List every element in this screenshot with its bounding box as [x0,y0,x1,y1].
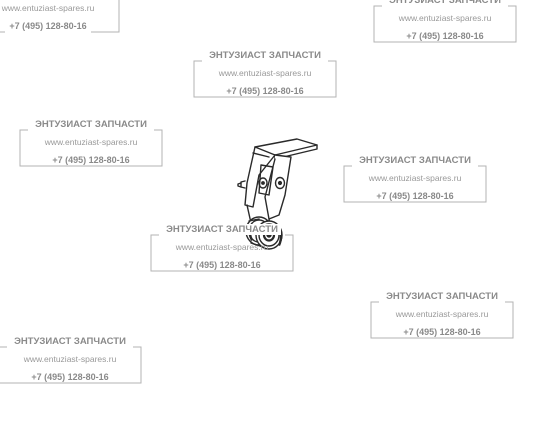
watermark-website: www.entuziast-spares.ru [218,68,312,78]
watermark-phone: +7 (495) 128-80-16 [28,372,112,382]
watermark-website: www.entuziast-spares.ru [368,173,462,183]
watermark-company: ЭНТУЗИАСТ ЗАПЧАСТИ [163,224,281,235]
watermark-company: ЭНТУЗИАСТ ЗАПЧАСТИ [11,336,129,347]
watermark-stamp: ЭНТУЗИАСТ ЗАПЧАСТИ www.entuziast-spares.… [0,0,121,34]
watermark-phone: +7 (495) 128-80-16 [180,260,264,270]
watermark-phone: +7 (495) 128-80-16 [49,155,133,165]
watermark-stamp: ЭНТУЗИАСТ ЗАПЧАСТИ www.entuziast-spares.… [342,155,488,204]
watermark-stamp: ЭНТУЗИАСТ ЗАПЧАСТИ www.entuziast-spares.… [18,119,164,168]
watermark-company: ЭНТУЗИАСТ ЗАПЧАСТИ [32,119,150,130]
watermark-website: www.entuziast-spares.ru [23,354,117,364]
watermark-stamp: ЭНТУЗИАСТ ЗАПЧАСТИ www.entuziast-spares.… [149,224,295,273]
watermark-company: ЭНТУЗИАСТ ЗАПЧАСТИ [383,291,501,302]
watermark-phone: +7 (495) 128-80-16 [223,86,307,96]
watermark-website: www.entuziast-spares.ru [395,309,489,319]
watermark-phone: +7 (495) 128-80-16 [373,191,457,201]
watermark-stamp: ЭНТУЗИАСТ ЗАПЧАСТИ www.entuziast-spares.… [372,0,518,44]
watermark-stamp: ЭНТУЗИАСТ ЗАПЧАСТИ www.entuziast-spares.… [369,291,515,340]
watermark-website: www.entuziast-spares.ru [1,3,95,13]
watermark-company: ЭНТУЗИАСТ ЗАПЧАСТИ [386,0,504,6]
watermark-phone: +7 (495) 128-80-16 [403,31,487,41]
watermark-company: ЭНТУЗИАСТ ЗАПЧАСТИ [356,155,474,166]
watermark-phone: +7 (495) 128-80-16 [400,327,484,337]
watermark-stamp: ЭНТУЗИАСТ ЗАПЧАСТИ www.entuziast-spares.… [0,336,143,385]
watermark-website: www.entuziast-spares.ru [175,242,269,252]
watermark-stamp: ЭНТУЗИАСТ ЗАПЧАСТИ www.entuziast-spares.… [192,50,338,99]
watermark-website: www.entuziast-spares.ru [44,137,138,147]
watermark-company: ЭНТУЗИАСТ ЗАПЧАСТИ [206,50,324,61]
watermark-phone: +7 (495) 128-80-16 [6,21,90,31]
watermark-website: www.entuziast-spares.ru [398,13,492,23]
